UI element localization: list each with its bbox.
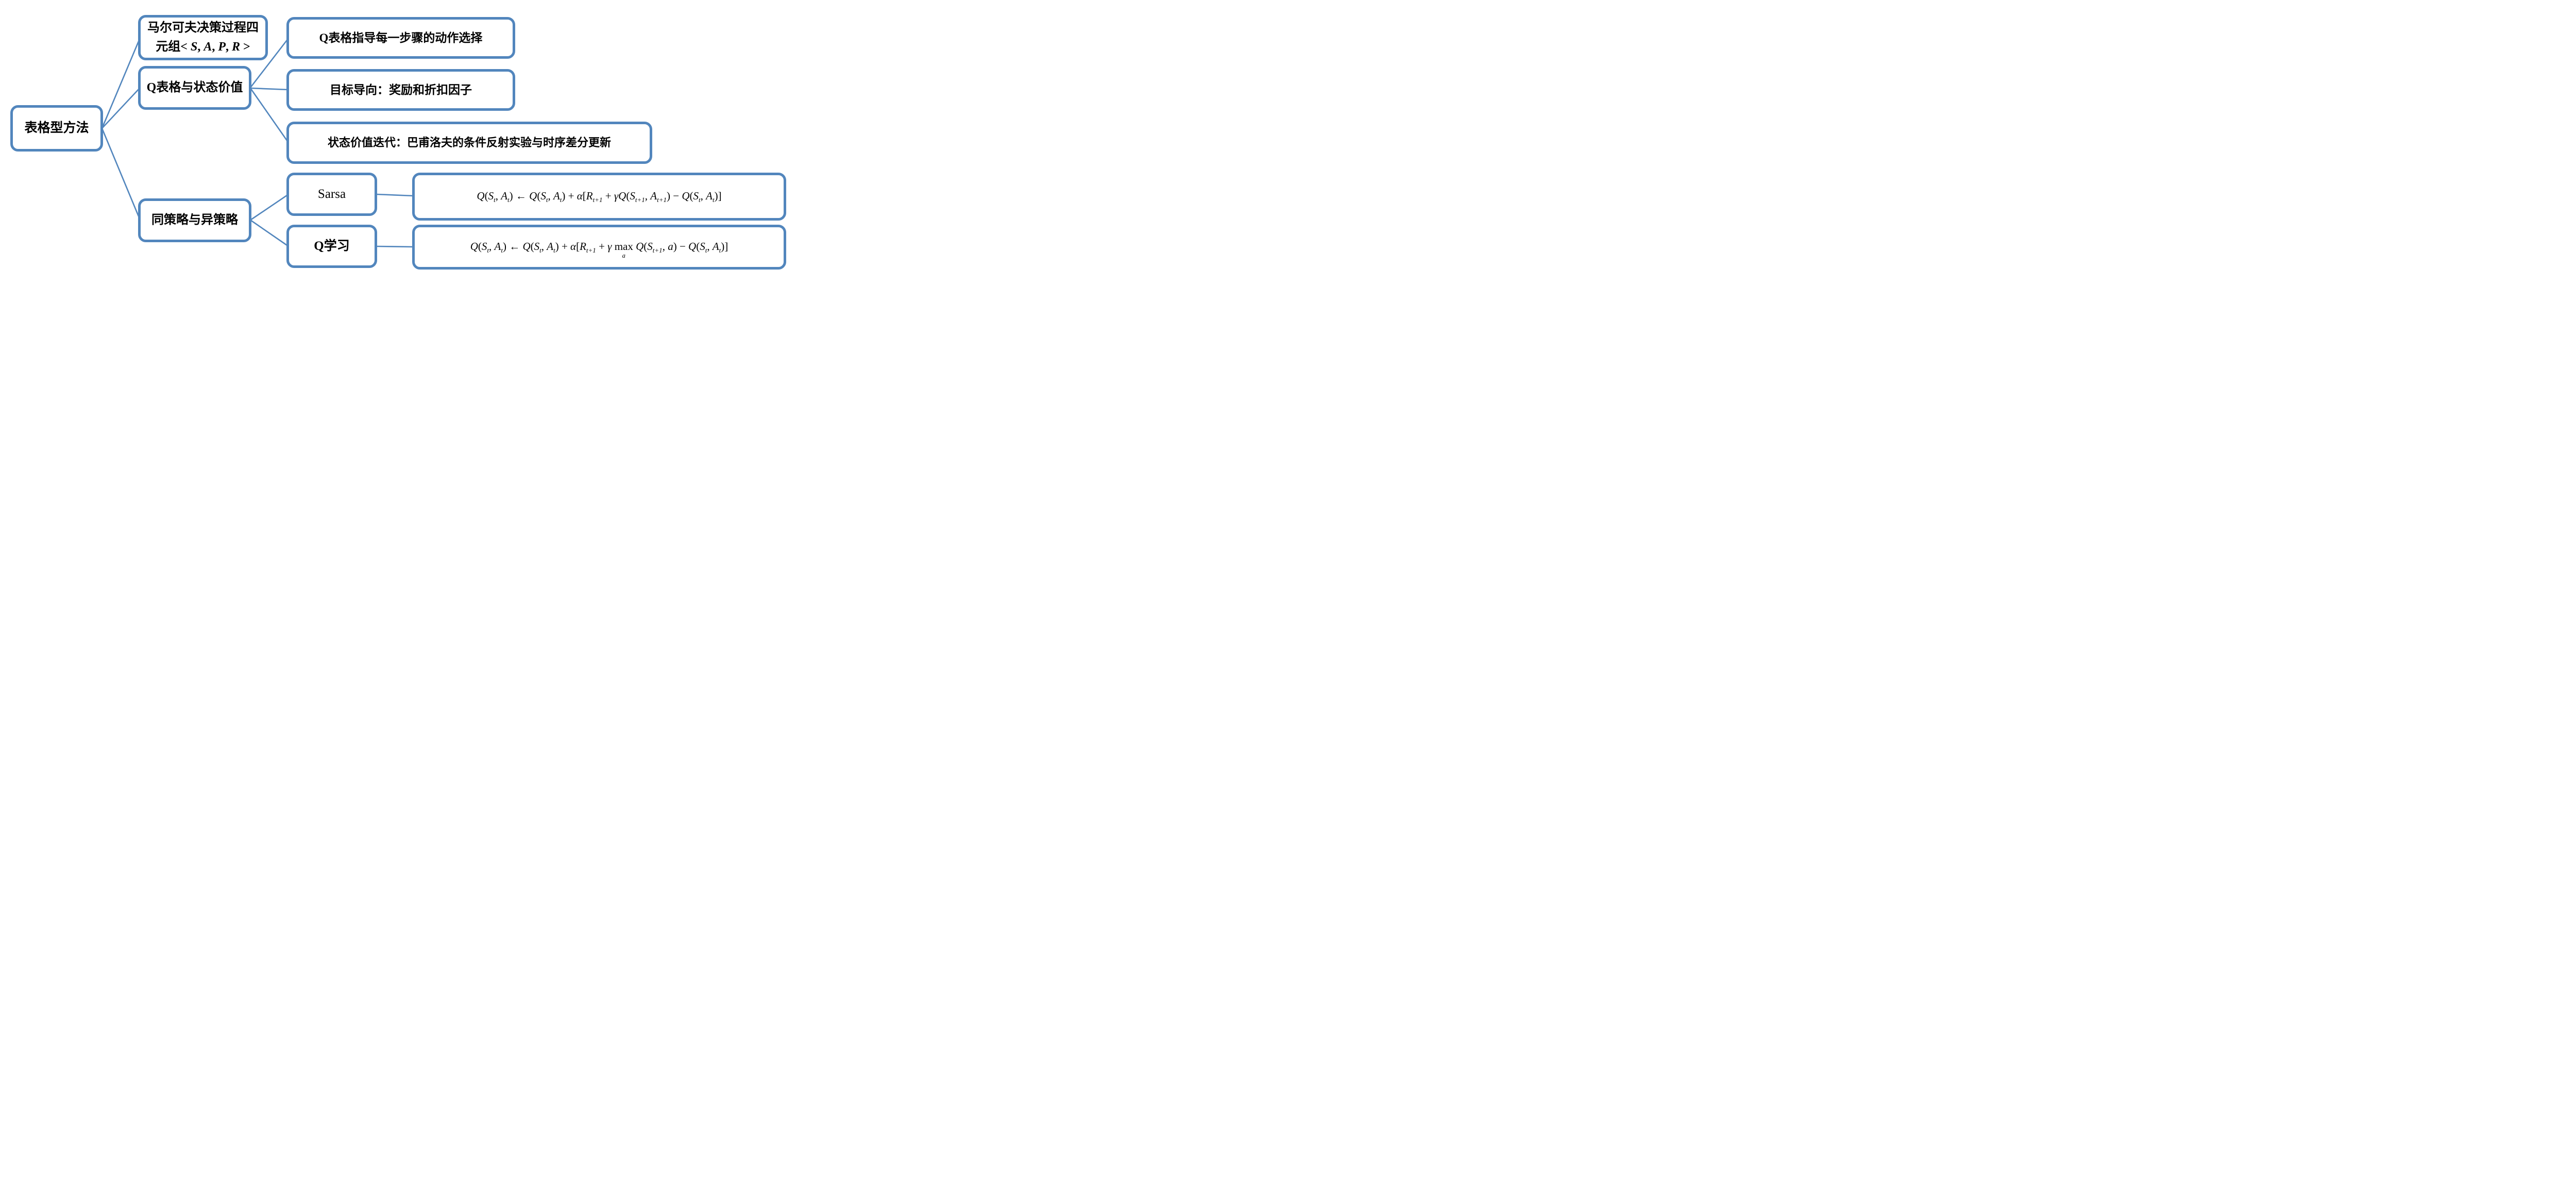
connector bbox=[250, 87, 289, 91]
node-state-value-iteration: 状态价值迭代：巴甫洛夫的条件反射实验与时序差分更新 bbox=[286, 122, 652, 164]
node-root: 表格型方法 bbox=[10, 105, 103, 152]
connector bbox=[250, 219, 289, 247]
node-mdp-line1: 马尔可夫决策过程四 bbox=[147, 21, 259, 35]
node-sarsa-formula: Q(St, At) ← Q(St, At) + α[Rt+1 + γQ(St+1… bbox=[412, 173, 786, 221]
connector bbox=[101, 128, 141, 221]
connector bbox=[249, 88, 290, 143]
node-goal-label: 目标导向：奖励和折扣因子 bbox=[330, 83, 472, 96]
node-root-label: 表格型方法 bbox=[24, 121, 89, 136]
node-q-learning: Q学习 bbox=[286, 225, 377, 268]
node-goal-oriented: 目标导向：奖励和折扣因子 bbox=[286, 69, 515, 111]
node-mdp-line2: 元组< S, A, P, R > bbox=[156, 40, 250, 54]
connector bbox=[376, 245, 414, 248]
connector bbox=[376, 193, 414, 197]
diagram: 表格型方法 马尔可夫决策过程四 元组< S, A, P, R > Q表格与状态价… bbox=[0, 0, 805, 298]
connector-lines bbox=[101, 37, 414, 248]
node-q-table-guides-actions: Q表格指导每一步骤的动作选择 bbox=[286, 17, 515, 59]
node-guides-label: Q表格指导每一步骤的动作选择 bbox=[319, 31, 483, 44]
node-policy-label: 同策略与异策略 bbox=[151, 213, 238, 227]
connector bbox=[101, 87, 141, 129]
node-on-off-policy: 同策略与异策略 bbox=[138, 198, 251, 242]
node-sarsa-label: Sarsa bbox=[317, 187, 346, 202]
sarsa-formula-text: Q(St, At) ← Q(St, At) + α[Rt+1 + γQ(St+1… bbox=[477, 190, 722, 204]
node-sarsa: Sarsa bbox=[286, 173, 377, 216]
connector bbox=[249, 38, 290, 88]
node-q-table-label: Q表格与状态价值 bbox=[146, 81, 243, 95]
node-state-value-label: 状态价值迭代：巴甫洛夫的条件反射实验与时序差分更新 bbox=[327, 136, 611, 149]
connector bbox=[250, 193, 289, 221]
node-q-learning-label: Q学习 bbox=[314, 239, 350, 254]
connector bbox=[101, 37, 141, 129]
node-mdp-tuple: 马尔可夫决策过程四 元组< S, A, P, R > bbox=[138, 15, 268, 60]
node-q-table-state-value: Q表格与状态价值 bbox=[138, 66, 251, 110]
